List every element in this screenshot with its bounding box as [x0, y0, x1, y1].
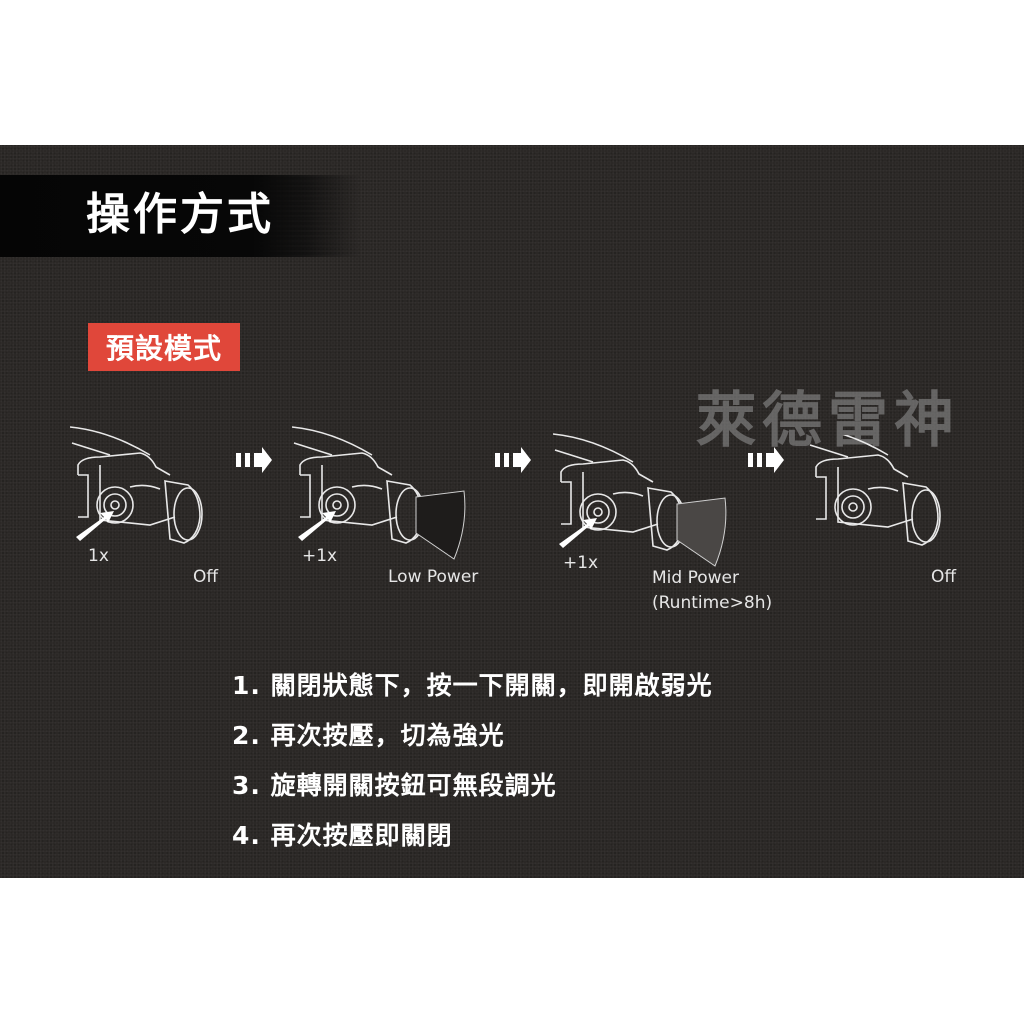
- state-label: Low Power: [388, 567, 479, 587]
- press-arrow-icon: [76, 511, 114, 541]
- page-title: 操作方式: [86, 189, 274, 240]
- arrow-right-icon: [493, 447, 533, 473]
- brand-watermark: 萊德雷神: [696, 386, 960, 456]
- state-label: Off: [193, 567, 219, 587]
- press-arrow-icon: [559, 518, 597, 548]
- instruction-list: 1. 關閉狀態下，按一下開關，即開啟弱光 2. 再次按壓，切為強光 3. 旋轉開…: [232, 661, 713, 861]
- headlamp-icon: [553, 433, 727, 567]
- press-count-label: +1x: [302, 546, 338, 566]
- arrow-right-icon: [234, 447, 274, 473]
- light-beam-icon: [676, 497, 727, 567]
- headlamp-icon: [70, 426, 203, 544]
- mode-badge: 預設模式: [88, 323, 240, 371]
- arrow-right-icon: [746, 447, 786, 473]
- step-2-low-power: +1x Low Power: [292, 425, 482, 587]
- press-count-label: +1x: [563, 553, 599, 573]
- brush-stroke-banner: [0, 175, 360, 257]
- step-3-mid-power: +1x Mid Power (Runtime>8h): [553, 432, 772, 613]
- instruction-item: 1. 關閉狀態下，按一下開關，即開啟弱光: [232, 671, 713, 700]
- step-4-off: Off: [808, 435, 968, 587]
- operation-panel: 操作方式 預設模式 萊德雷神 1x Off: [0, 145, 1024, 878]
- instruction-item: 4. 再次按壓即關閉: [232, 821, 453, 850]
- press-arrow-icon: [298, 511, 336, 541]
- light-beam-icon: [415, 490, 466, 560]
- headlamp-icon: [292, 426, 466, 560]
- state-label: Mid Power (Runtime>8h): [652, 568, 773, 613]
- step-1-off: 1x Off: [70, 425, 230, 587]
- state-label: Off: [931, 567, 957, 587]
- press-count-label: 1x: [88, 546, 109, 566]
- instruction-item: 2. 再次按壓，切為強光: [232, 721, 505, 750]
- instruction-item: 3. 旋轉開關按鈕可無段調光: [232, 771, 557, 800]
- headlamp-icon: [809, 435, 941, 546]
